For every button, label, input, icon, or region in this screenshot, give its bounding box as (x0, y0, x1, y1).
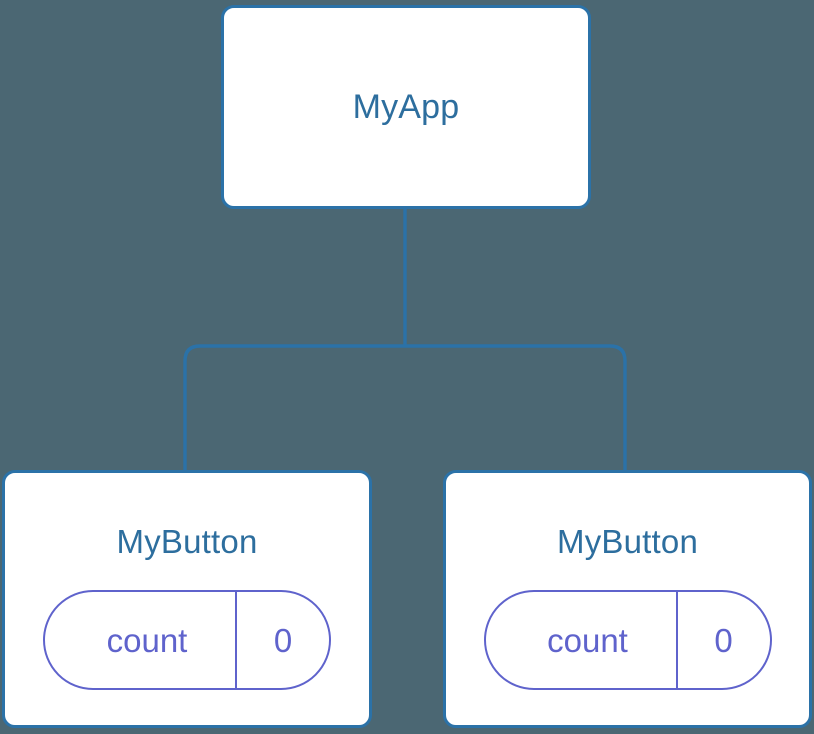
state-pill[interactable]: count 0 (43, 590, 331, 690)
node-label: MyButton (557, 523, 698, 560)
node-mybutton-2[interactable]: MyButton count 0 (443, 470, 812, 728)
node-label: MyButton (116, 523, 258, 560)
node-mybutton-1[interactable]: MyButton count 0 (2, 470, 372, 728)
state-value: 0 (235, 592, 329, 688)
state-key: count (547, 621, 628, 659)
edge-root-to-child-1 (183, 344, 405, 472)
state-value: 0 (675, 592, 770, 688)
state-key: count (106, 621, 188, 659)
state-pill[interactable]: count 0 (483, 590, 772, 690)
node-label: MyApp (352, 88, 460, 126)
edge-root-to-child-2 (405, 344, 627, 472)
node-myapp[interactable]: MyApp (221, 5, 591, 209)
